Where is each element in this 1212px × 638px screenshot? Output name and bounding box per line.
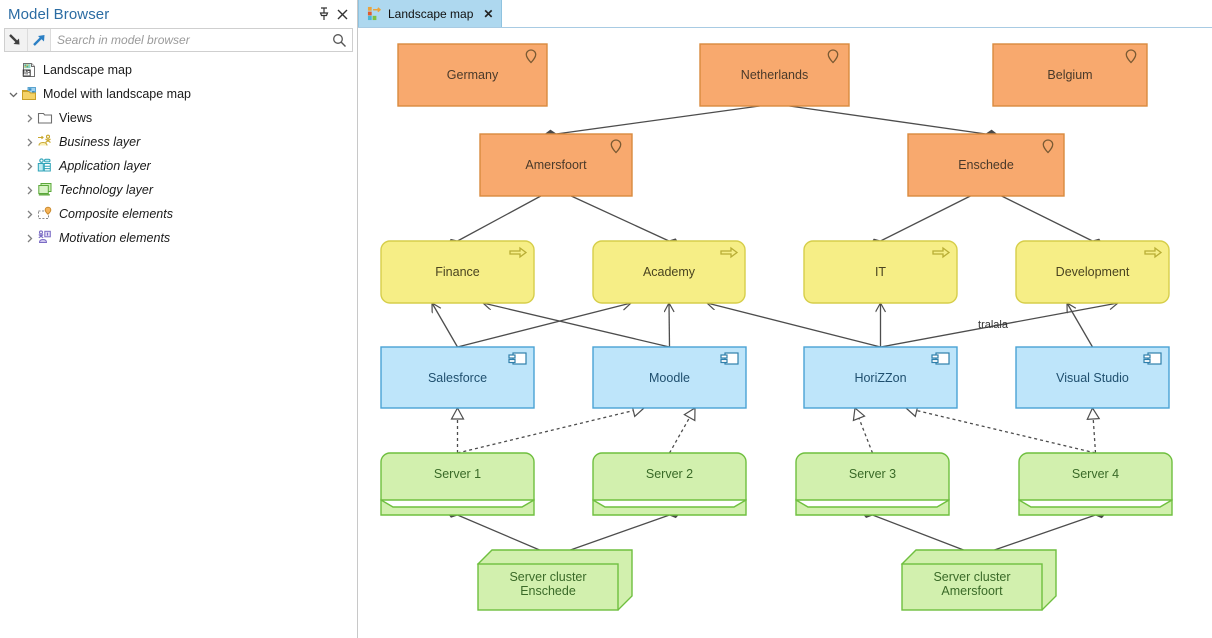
composite-elements-icon: [36, 206, 54, 222]
tree-item-label: Technology layer: [59, 182, 154, 197]
relationship-composition-cluster2-server4[interactable]: [994, 508, 1109, 551]
tab-label: Landscape map: [388, 6, 474, 21]
diagram-element-academy[interactable]: [592, 240, 746, 304]
expand-arrow-icon[interactable]: [28, 29, 51, 51]
twisty-expanded-icon[interactable]: [6, 90, 20, 99]
twisty-collapsed-icon[interactable]: [22, 162, 36, 171]
tree-item-label: Business layer: [59, 134, 141, 149]
relationship-serving-visualstudio-development[interactable]: [1067, 303, 1094, 348]
close-icon[interactable]: [333, 5, 351, 23]
diagram-element-salesforce[interactable]: [380, 346, 535, 409]
twisty-collapsed-icon[interactable]: [22, 114, 36, 123]
diagram-element-belgium[interactable]: [992, 43, 1148, 107]
search-bar: [4, 28, 353, 52]
collapse-arrow-icon[interactable]: [5, 29, 28, 51]
twisty-collapsed-icon[interactable]: [22, 138, 36, 147]
tab-bar: Landscape map ✕: [358, 0, 1212, 28]
tree-item-motivation-elements[interactable]: Motivation elements: [0, 226, 357, 250]
twisty-collapsed-icon[interactable]: [22, 186, 36, 195]
relationship-composition-amersfoort-academy[interactable]: [570, 195, 682, 248]
model-tree: MP Landscape map: [0, 58, 357, 250]
relationship-composition-enschede-it[interactable]: [867, 195, 971, 248]
relationship-serving-horizzon-academy[interactable]: [707, 303, 881, 348]
diagram-element-server1[interactable]: [380, 452, 535, 516]
diagram-element-visualstudio[interactable]: [1015, 346, 1170, 409]
folder-icon: [36, 110, 54, 126]
tree-item-composite-elements[interactable]: Composite elements: [0, 202, 357, 226]
business-layer-icon: [36, 134, 54, 150]
tree-item-business-layer[interactable]: Business layer: [0, 130, 357, 154]
search-input[interactable]: [51, 29, 326, 51]
relationship-serving-salesforce-finance[interactable]: [432, 303, 459, 348]
tree-item-application-layer[interactable]: Application layer: [0, 154, 357, 178]
relationship-serving-moodle-finance[interactable]: [483, 303, 670, 348]
twisty-collapsed-icon[interactable]: [22, 234, 36, 243]
diagram-element-moodle[interactable]: [592, 346, 747, 409]
relationship-composition-netherlands-amersfoort[interactable]: [542, 105, 760, 140]
tree-item-label: Motivation elements: [59, 230, 171, 245]
relationship-layer: [432, 105, 1119, 551]
element-layer: [380, 43, 1173, 611]
tree-item-landscape-map[interactable]: MP Landscape map: [0, 58, 357, 82]
archimate-view-icon: [367, 6, 382, 21]
diagram-element-horizzon[interactable]: [803, 346, 958, 409]
diagram-element-netherlands[interactable]: [699, 43, 850, 107]
relationship-serving-moodle-academy[interactable]: [669, 303, 670, 348]
diagram-element-enschede[interactable]: [907, 133, 1065, 197]
editor-area: Landscape map ✕: [358, 0, 1212, 638]
diagram-element-finance[interactable]: [380, 240, 535, 304]
model-browser-header: Model Browser: [0, 0, 357, 28]
relationship-realization-server4-horizzon[interactable]: [906, 408, 1096, 454]
motivation-elements-icon: [36, 230, 54, 246]
relationship-serving-salesforce-academy[interactable]: [457, 303, 632, 348]
relationship-serving-horizzon-development[interactable]: [880, 303, 1119, 348]
twisty-collapsed-icon[interactable]: [22, 210, 36, 219]
landscape-map-diagram[interactable]: [358, 28, 1212, 638]
tree-item-label: Model with landscape map: [43, 86, 191, 101]
tree-item-views[interactable]: Views: [0, 106, 357, 130]
landscape-map-icon: MP: [20, 62, 38, 78]
relationship-realization-server4-visualstudio[interactable]: [1093, 408, 1096, 454]
relationship-composition-cluster1-server2[interactable]: [570, 508, 683, 551]
diagram-element-server2[interactable]: [592, 452, 747, 516]
technology-layer-icon: [36, 182, 54, 198]
tree-item-label: Application layer: [59, 158, 151, 173]
diagram-element-amersfoort[interactable]: [479, 133, 633, 197]
relationship-composition-cluster1-server1[interactable]: [444, 508, 540, 551]
relationship-composition-netherlands-enschede[interactable]: [789, 105, 1000, 140]
pin-icon[interactable]: [315, 5, 333, 23]
tree-item-label: Views: [59, 110, 93, 125]
relationship-realization-server1-moodle[interactable]: [457, 408, 645, 454]
close-icon[interactable]: ✕: [483, 6, 494, 21]
relationship-composition-amersfoort-finance[interactable]: [445, 195, 542, 248]
tab-landscape-map[interactable]: Landscape map ✕: [358, 0, 503, 27]
tree-item-model[interactable]: Model with landscape map: [0, 82, 357, 106]
diagram-element-cluster1[interactable]: [476, 549, 633, 611]
diagram-element-cluster2[interactable]: [900, 549, 1057, 611]
diagram-element-it[interactable]: [803, 240, 958, 304]
tree-item-label: Landscape map: [43, 62, 132, 77]
diagram-element-server4[interactable]: [1018, 452, 1173, 516]
relationship-composition-enschede-development[interactable]: [1001, 195, 1106, 248]
relationship-composition-cluster2-server3[interactable]: [859, 508, 964, 551]
model-browser-panel: Model Browser: [0, 0, 358, 638]
svg-text:MP: MP: [23, 71, 31, 77]
search-icon[interactable]: [326, 29, 352, 51]
tree-item-label: Composite elements: [59, 206, 173, 221]
diagram-element-development[interactable]: [1015, 240, 1170, 304]
model-icon: [20, 86, 38, 102]
relationship-realization-server2-moodle[interactable]: [668, 408, 696, 454]
diagram-element-server3[interactable]: [795, 452, 950, 516]
relationship-realization-server3-horizzon[interactable]: [855, 408, 874, 454]
application-layer-icon: [36, 158, 54, 174]
diagram-element-germany[interactable]: [397, 43, 548, 107]
page-title: Model Browser: [8, 5, 110, 23]
tree-item-technology-layer[interactable]: Technology layer: [0, 178, 357, 202]
